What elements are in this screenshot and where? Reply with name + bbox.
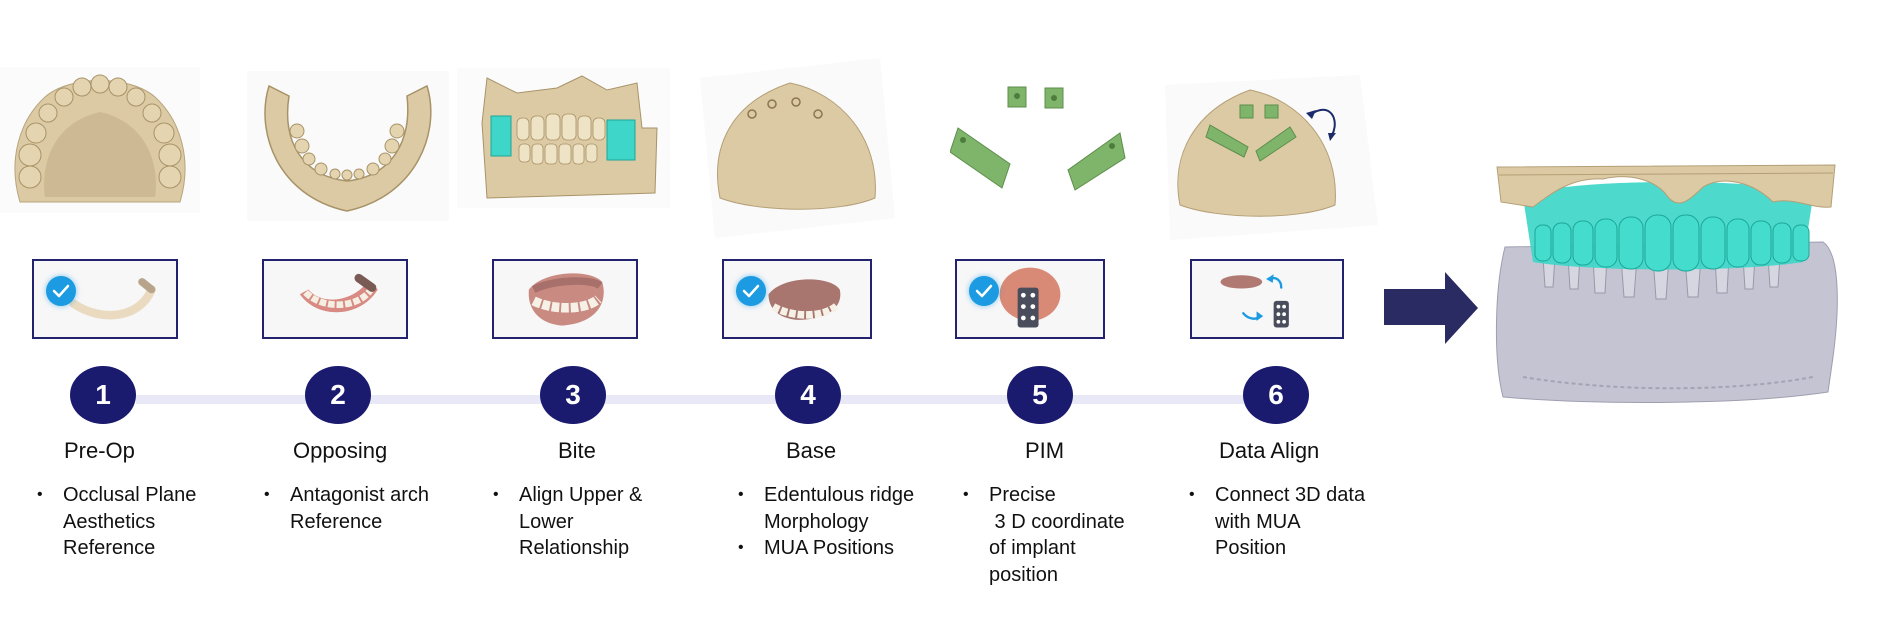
bullet-item-continuation: Aesthetics: [63, 510, 156, 533]
completed-check-icon: [969, 276, 999, 306]
bullet-item-continuation: Position: [1215, 537, 1287, 559]
upper-denture-base-thumbnail: [768, 279, 841, 320]
bullet-item-continuation: Reference: [63, 537, 156, 559]
step-2-bullets: •Antagonist arch Reference: [264, 482, 429, 535]
step-6-bullets: •Connect 3D data with MUA Position: [1189, 482, 1366, 562]
step-1-bullets: •Occlusal Plane Aesthetics Reference: [37, 482, 197, 562]
bullet-item-continuation: position: [989, 563, 1058, 586]
step-4-number: 4: [775, 366, 841, 424]
completed-check-icon: [736, 276, 766, 306]
bullet-item: •Align Upper &: [493, 484, 643, 506]
step-1-number: 1: [70, 366, 136, 424]
step-4-thumbnail-card[interactable]: [722, 259, 872, 339]
bullet-item-continuation: Lower: [519, 510, 574, 533]
step-4-title: Base: [786, 438, 837, 463]
step-3-bullets: •Align Upper & Lower Relationship: [493, 482, 643, 562]
bullet-item: •Antagonist arch: [264, 484, 429, 506]
bullet-item-continuation: of implant: [989, 537, 1076, 559]
model-image-data-align: [1140, 55, 1390, 250]
model-image-final-result: [1493, 157, 1845, 409]
bullet-item: •Edentulous ridge: [738, 484, 915, 506]
bullet-item-continuation: with MUA: [1215, 510, 1301, 533]
bullet-item: •MUA Positions: [738, 537, 895, 559]
bullet-item-continuation: Morphology: [764, 510, 869, 533]
bullet-item-continuation: Relationship: [519, 537, 630, 559]
step-3-thumbnail-card[interactable]: [492, 259, 638, 339]
right-arrow-icon: [1384, 272, 1480, 344]
data-align-thumbnail: [1220, 274, 1289, 328]
step-1-title: Pre-Op: [64, 438, 135, 463]
model-image-base: [690, 48, 905, 243]
step-3-number: 3: [540, 366, 606, 424]
step-6-title: Data Align: [1219, 438, 1320, 463]
step-5-number: 5: [1007, 366, 1073, 424]
step-1-thumbnail-card[interactable]: [32, 259, 178, 339]
step-5-thumbnail-card[interactable]: [955, 259, 1105, 339]
step-6-number: 6: [1243, 366, 1309, 424]
bullet-item: •Connect 3D data: [1189, 484, 1366, 506]
bullet-item-continuation: 3 D coordinate: [989, 510, 1125, 533]
step-5-bullets: •Precise 3 D coordinate of implant posit…: [963, 482, 1125, 588]
upper-teeth-arch-thumbnail: [69, 278, 156, 320]
completed-check-icon: [46, 276, 76, 306]
model-image-pre-op: [0, 67, 200, 213]
step-2-title: Opposing: [293, 438, 388, 463]
step-6-thumbnail-card[interactable]: [1190, 259, 1344, 339]
bullet-item: •Occlusal Plane: [37, 484, 197, 506]
step-2-number: 2: [305, 366, 371, 424]
lower-denture-thumbnail: [299, 273, 378, 313]
model-image-pim: [950, 80, 1130, 205]
model-image-bite: [457, 68, 670, 208]
full-denture-bite-thumbnail: [528, 273, 604, 326]
step-3-title: Bite: [558, 438, 596, 463]
bullet-item: •Precise: [963, 484, 1056, 506]
bullet-item-continuation: Reference: [290, 510, 383, 533]
step-2-thumbnail-card[interactable]: [262, 259, 408, 339]
step-5-title: PIM: [1025, 438, 1065, 463]
model-image-opposing: [247, 71, 449, 221]
pim-scan-body-thumbnail: [999, 267, 1061, 328]
step-4-bullets: •Edentulous ridge Morphology •MUA Positi…: [738, 482, 915, 562]
timeline-track: [136, 395, 1244, 404]
